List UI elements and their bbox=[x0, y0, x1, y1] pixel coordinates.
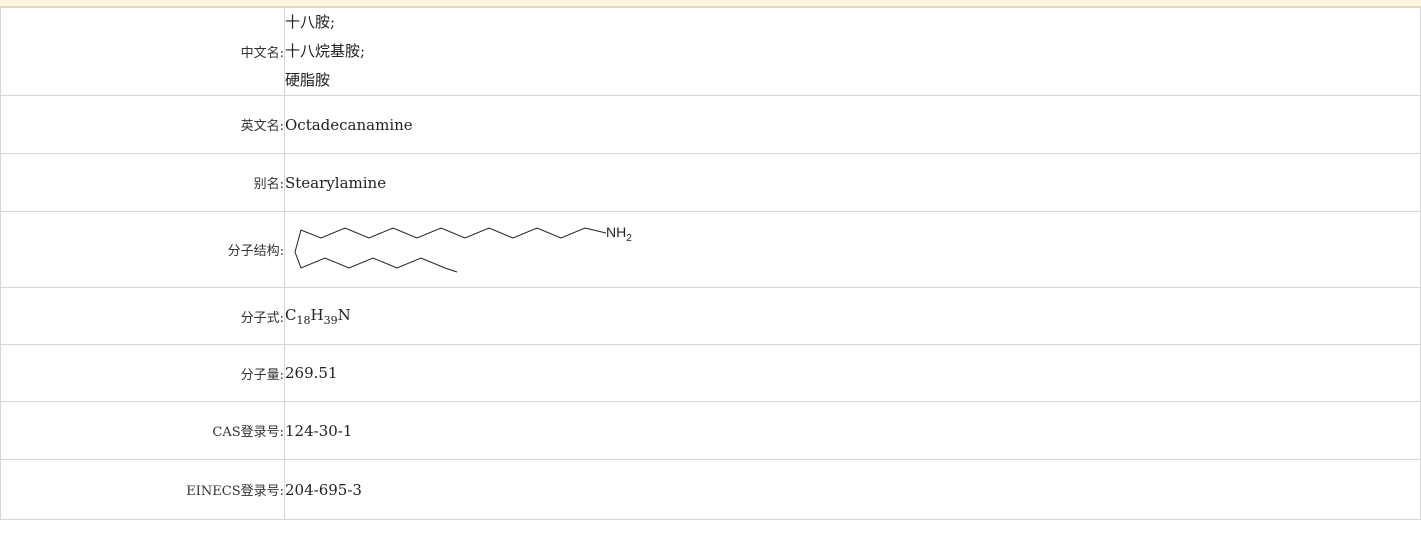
structure-label: 分子结构: bbox=[0, 211, 285, 288]
english-name-label: 英文名: bbox=[0, 95, 285, 154]
amine-group-label: NH2 bbox=[606, 224, 632, 244]
chinese-name-3: 硬脂胺 bbox=[285, 71, 331, 89]
einecs-value: 204-695-3 bbox=[284, 459, 1421, 520]
row-english-name: 英文名: Octadecanamine bbox=[0, 95, 1421, 154]
row-formula: 分子式: C18H39N bbox=[0, 287, 1421, 345]
formula-n: N bbox=[337, 305, 351, 324]
row-structure: 分子结构: NH2 bbox=[0, 211, 1421, 288]
chinese-name-1: 十八胺; bbox=[285, 13, 336, 31]
row-mol-weight: 分子量: 269.51 bbox=[0, 344, 1421, 402]
alias-value: Stearylamine bbox=[284, 153, 1421, 212]
row-alias: 别名: Stearylamine bbox=[0, 153, 1421, 212]
formula-c: C bbox=[285, 305, 297, 324]
english-name-value: Octadecanamine bbox=[284, 95, 1421, 154]
top-strip bbox=[0, 0, 1421, 7]
chinese-name-label: 中文名: bbox=[0, 7, 285, 96]
einecs-label: EINECS登录号: bbox=[0, 459, 285, 520]
row-chinese-name: 中文名: 十八胺; 十八烷基胺; 硬脂胺 bbox=[0, 7, 1421, 96]
formula-h: H bbox=[310, 305, 324, 324]
formula-label: 分子式: bbox=[0, 287, 285, 345]
row-cas: CAS登录号: 124-30-1 bbox=[0, 401, 1421, 460]
mol-weight-label: 分子量: bbox=[0, 344, 285, 402]
chinese-name-2: 十八烷基胺; bbox=[285, 42, 366, 60]
formula-c-count: 18 bbox=[296, 313, 311, 327]
amine-group-nh: NH bbox=[606, 224, 626, 240]
formula-value: C18H39N bbox=[284, 287, 1421, 345]
cas-label: CAS登录号: bbox=[0, 401, 285, 460]
structure-cell: NH2 bbox=[284, 211, 1421, 288]
row-einecs: EINECS登录号: 204-695-3 bbox=[0, 459, 1421, 520]
carbon-chain-bond bbox=[294, 226, 607, 272]
molecule-structure-image: NH2 bbox=[294, 224, 632, 272]
amine-group-subscript: 2 bbox=[626, 233, 632, 244]
alias-label: 别名: bbox=[0, 153, 285, 212]
compound-info-table: 中文名: 十八胺; 十八烷基胺; 硬脂胺 英文名: Octadecanamine… bbox=[0, 7, 1421, 520]
cas-value: 124-30-1 bbox=[284, 401, 1421, 460]
formula-h-count: 39 bbox=[323, 313, 338, 327]
chinese-name-values: 十八胺; 十八烷基胺; 硬脂胺 bbox=[284, 7, 1421, 96]
mol-weight-value: 269.51 bbox=[284, 344, 1421, 402]
